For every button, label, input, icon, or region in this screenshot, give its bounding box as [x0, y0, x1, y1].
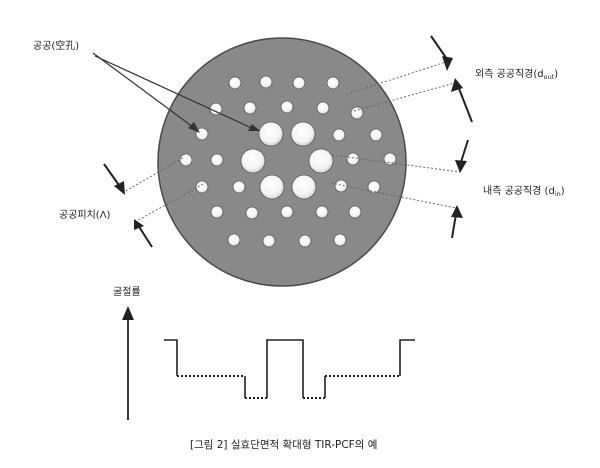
air-holes	[179, 75, 397, 248]
pitch-dims	[123, 157, 204, 223]
inner-air-hole-3	[240, 148, 266, 174]
inner-air-hole-4	[308, 148, 334, 174]
outer-air-hole-25	[348, 205, 362, 219]
outer-diameter-arrows	[430, 35, 473, 123]
outer-air-hole-23	[280, 205, 294, 219]
hole-label: 공공(空孔)	[33, 41, 80, 52]
figure-caption: [그림 2] 실효단면적 확대형 TIR-PCF의 예	[190, 439, 378, 451]
outer-air-hole-13	[179, 153, 193, 167]
outer-diameter-arrowhead-bottom	[451, 78, 463, 92]
outer-air-hole-27	[262, 234, 276, 248]
outer-air-hole-18	[232, 180, 246, 194]
outer-air-hole-10	[195, 127, 209, 141]
outer-air-hole-26	[227, 233, 241, 247]
inner-diameter-dims	[330, 154, 461, 209]
outer-diameter-close: )	[554, 69, 559, 80]
outer-air-hole-15	[346, 152, 360, 166]
hole-pointer-arrows	[92, 52, 257, 131]
inner-diameter-close: )	[560, 186, 565, 197]
outer-air-hole-24	[315, 205, 329, 219]
outer-air-hole-8	[316, 101, 330, 115]
profile-outer-left	[164, 339, 178, 376]
fiber-cladding	[157, 37, 407, 287]
outer-air-hole-7	[280, 100, 294, 114]
inner-air-hole-2	[290, 121, 316, 147]
outer-diameter-label: 외측 공공직경(dout)	[475, 70, 558, 81]
inner-air-hole-1	[258, 121, 284, 147]
hole-pointer-arrowhead-2	[248, 124, 260, 131]
pitch-arrowhead-top	[114, 181, 125, 195]
outer-air-hole-16	[383, 152, 397, 166]
inner-diameter-arrowhead-bottom	[451, 205, 463, 218]
index-profile-dotted	[177, 375, 400, 399]
hole-pointer-line-2	[94, 55, 257, 131]
outer-air-hole-1	[228, 76, 242, 90]
profile-outer-right	[399, 339, 415, 376]
outer-air-hole-21	[210, 205, 224, 219]
outer-air-hole-22	[245, 206, 259, 220]
outer-diameter-text: 외측 공공직경(d	[475, 69, 544, 80]
inner-diameter-label: 내측 공공직경 (din)	[483, 187, 565, 198]
outer-diameter-dims	[346, 59, 459, 112]
hole-pointer-line-1	[92, 52, 198, 131]
outer-air-hole-3	[292, 76, 306, 90]
inner-diameter-subscript: in	[554, 190, 561, 198]
outer-air-hole-6	[243, 101, 257, 115]
outer-air-hole-28	[298, 234, 312, 248]
outer-air-hole-4	[326, 76, 340, 90]
outer-air-hole-17	[195, 180, 209, 194]
hole-pointer-arrowhead-1	[188, 122, 200, 133]
outer-air-hole-2	[259, 75, 273, 89]
outer-air-hole-19	[334, 179, 348, 193]
refractive-index-label: 굴절률	[113, 287, 141, 298]
inner-air-hole-6	[291, 174, 317, 200]
outer-diameter-arrowhead-top	[442, 56, 453, 71]
inner-diameter-arrowhead-top	[455, 160, 467, 173]
pitch-label: 공공피치(Λ)	[59, 210, 111, 221]
outer-air-hole-29	[333, 233, 347, 247]
outer-air-hole-9	[350, 106, 364, 120]
outer-diameter-subscript: out	[543, 73, 555, 81]
refractive-index-axis-arrowhead	[122, 306, 134, 320]
outer-air-hole-14	[210, 153, 224, 167]
inner-air-hole-5	[259, 174, 285, 200]
index-profile	[164, 339, 415, 398]
pitch-arrowhead-bottom	[134, 219, 144, 230]
inner-diameter-text: 내측 공공직경 (d	[483, 186, 555, 197]
outer-air-hole-12	[369, 128, 383, 142]
inner-diameter-arrows	[451, 139, 469, 239]
profile-core	[266, 339, 304, 398]
pitch-arrows	[103, 163, 153, 248]
outer-air-hole-11	[332, 128, 346, 142]
outer-air-hole-20	[367, 180, 381, 194]
